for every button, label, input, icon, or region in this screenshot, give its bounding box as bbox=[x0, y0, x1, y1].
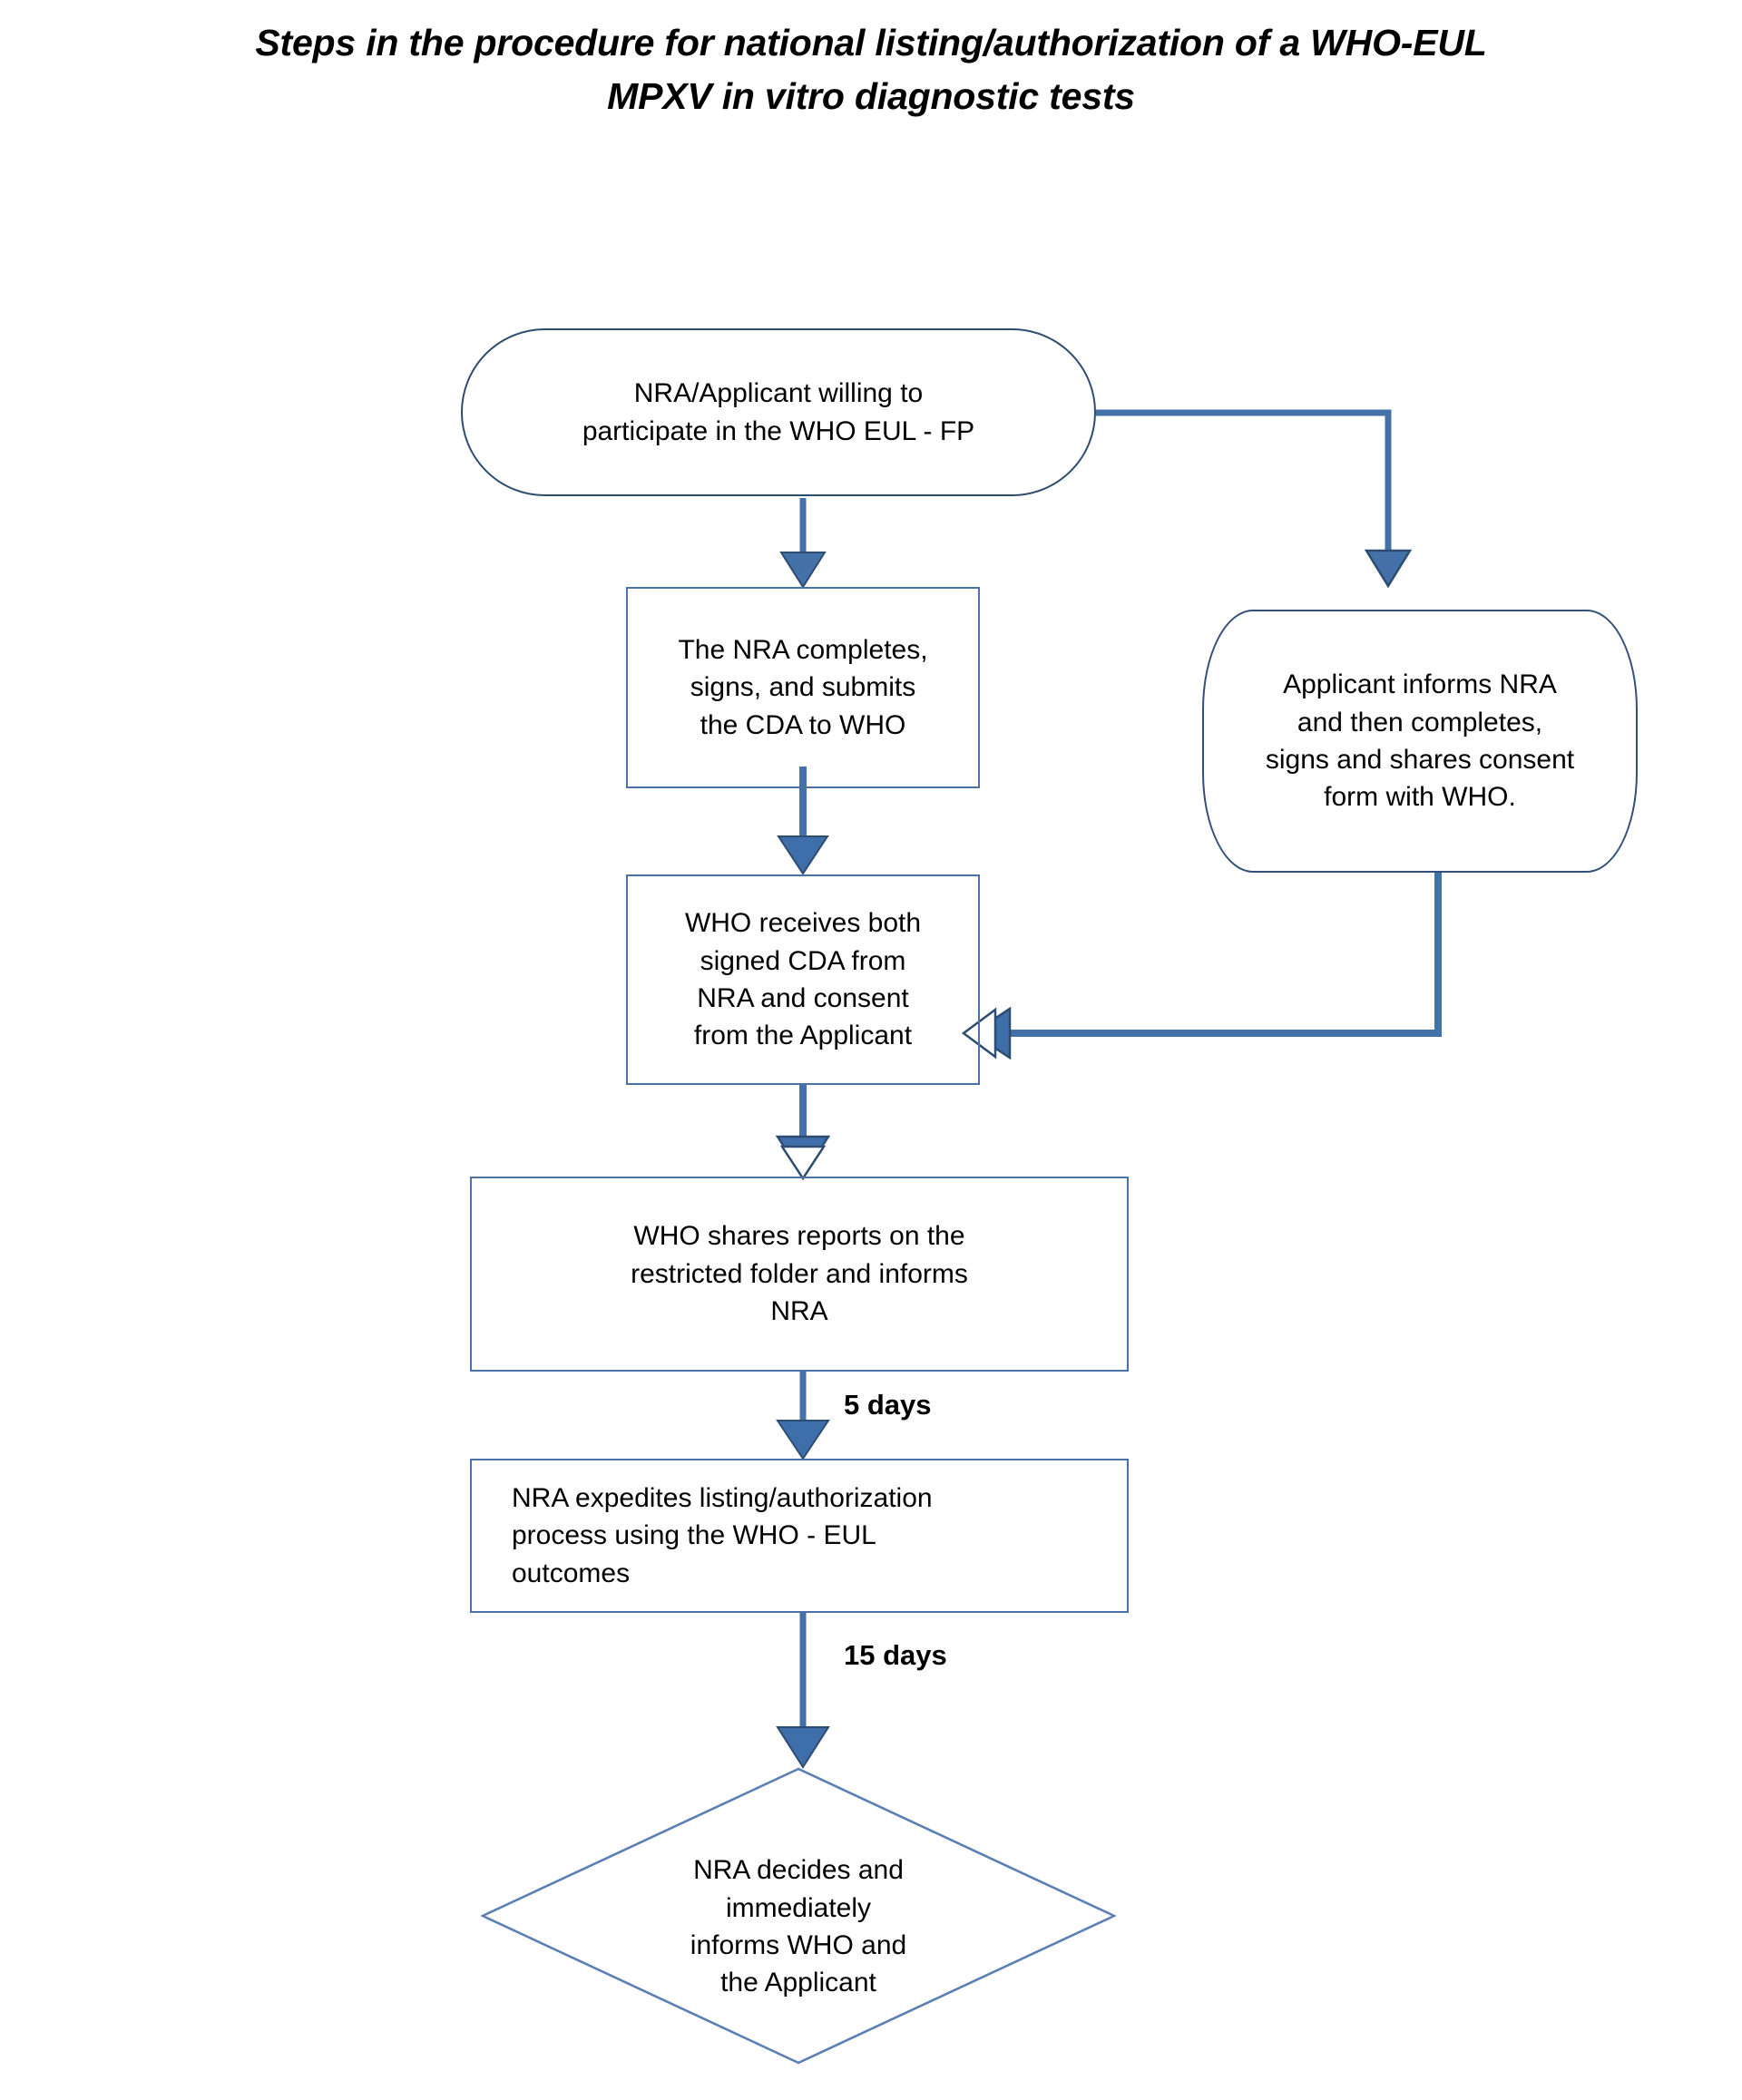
node-applicant-informs-nra-label: Applicant informs NRA and then completes… bbox=[1265, 669, 1575, 813]
node-nra-completes-cda[interactable]: The NRA completes, signs, and submits th… bbox=[626, 587, 980, 788]
node-nra-expedites-listing[interactable]: NRA expedites listing/authorization proc… bbox=[470, 1459, 1129, 1613]
node-nra-decides-decision-label: NRA decides and immediately informs WHO … bbox=[690, 1855, 907, 1998]
edge-label-5-days: 5 days bbox=[844, 1389, 932, 1421]
edge-start-to-applicant bbox=[1096, 409, 1413, 589]
page-title-line-2: MPXV in vitro diagnostic tests bbox=[607, 75, 1135, 118]
page-title: Steps in the procedure for national list… bbox=[0, 16, 1742, 124]
node-applicant-informs-nra[interactable]: Applicant informs NRA and then completes… bbox=[1202, 610, 1638, 873]
edge-applicant-to-who-receives bbox=[961, 873, 1442, 1060]
edge-who-receives-to-who-shares bbox=[775, 1085, 831, 1181]
node-start-label: NRA/Applicant willing to participate in … bbox=[582, 378, 975, 446]
edge-label-15-days: 15 days bbox=[844, 1639, 947, 1671]
node-who-shares-reports-label: WHO shares reports on the restricted fol… bbox=[631, 1221, 968, 1327]
node-nra-expedites-listing-label: NRA expedites listing/authorization proc… bbox=[512, 1482, 933, 1588]
node-who-receives-cda-consent-label: WHO receives both signed CDA from NRA an… bbox=[684, 908, 922, 1051]
edge-start-to-nra-cda bbox=[779, 498, 827, 589]
node-nra-completes-cda-label: The NRA completes, signs, and submits th… bbox=[678, 634, 928, 740]
edge-who-shares-to-nra-expedites bbox=[776, 1372, 830, 1460]
edge-nra-cda-to-who-receives bbox=[777, 767, 829, 875]
node-nra-decides-decision[interactable]: NRA decides and immediately informs WHO … bbox=[481, 1767, 1116, 2065]
node-who-shares-reports[interactable]: WHO shares reports on the restricted fol… bbox=[470, 1177, 1129, 1372]
node-who-receives-cda-consent[interactable]: WHO receives both signed CDA from NRA an… bbox=[626, 874, 980, 1085]
diamond-shape-icon bbox=[481, 1767, 1116, 2065]
edge-nra-expedites-to-decision bbox=[776, 1613, 830, 1769]
node-start[interactable]: NRA/Applicant willing to participate in … bbox=[461, 328, 1096, 496]
page-title-line-1: Steps in the procedure for national list… bbox=[255, 22, 1487, 63]
